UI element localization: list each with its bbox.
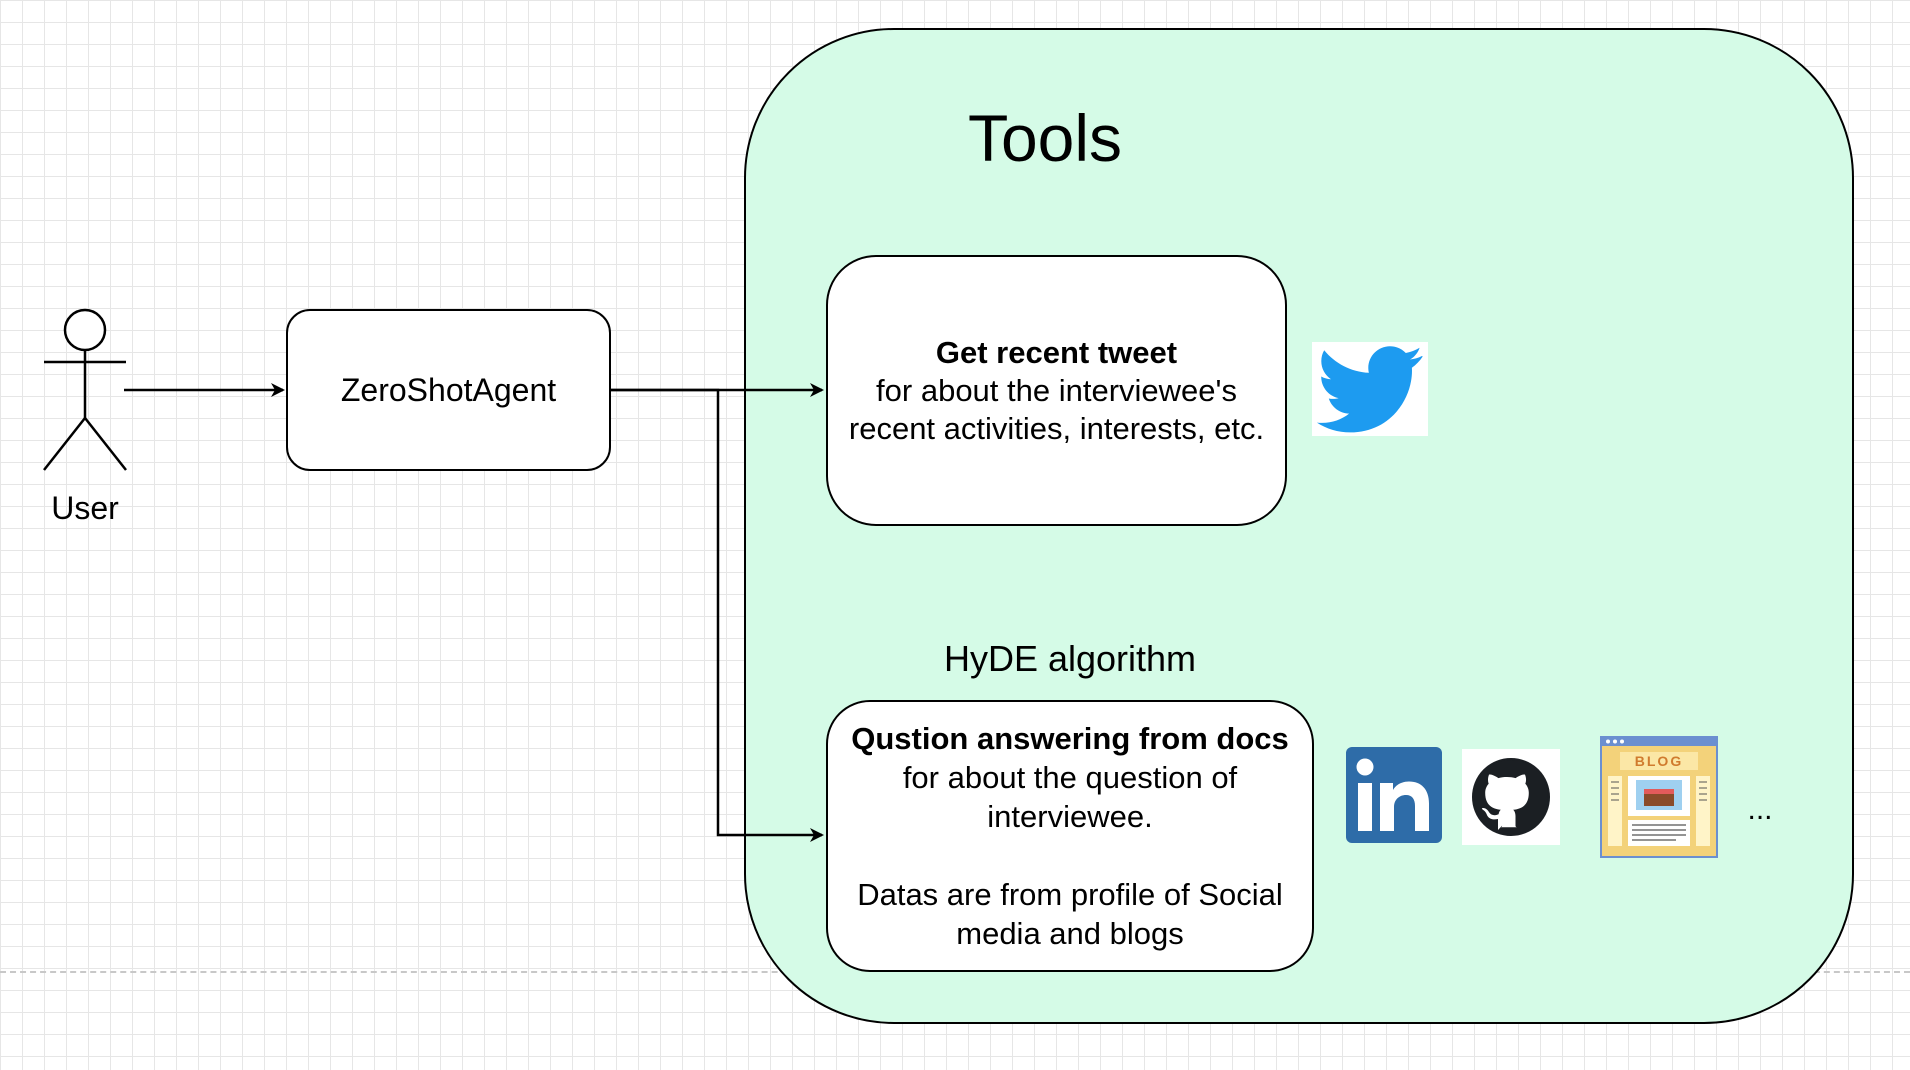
qa-tool-title: Qustion answering from docs	[851, 721, 1289, 756]
qa-tool-desc-line3: Datas are from profile of Social	[857, 877, 1283, 912]
user-label: User	[51, 490, 119, 526]
hyde-algorithm-label: HyDE algorithm	[943, 638, 1197, 679]
twitter-bird-icon	[1312, 342, 1428, 436]
github-icon	[1462, 749, 1560, 845]
svg-text:BLOG: BLOG	[1635, 753, 1683, 769]
qa-tool-desc-line4: media and blogs	[956, 916, 1184, 951]
zero-shot-agent-node[interactable]: ZeroShotAgent	[286, 309, 611, 471]
qa-tool-desc-line2: interviewee.	[987, 799, 1153, 834]
blog-page-icon: BLOG	[1600, 736, 1718, 858]
tweet-tool-title: Get recent tweet	[935, 334, 1178, 370]
agent-to-qa-arrow	[611, 388, 824, 842]
question-answering-tool-node[interactable]: Qustion answering from docs for about th…	[826, 700, 1314, 972]
linkedin-icon	[1346, 747, 1442, 843]
get-recent-tweet-tool-node[interactable]: Get recent tweet for about the interview…	[826, 255, 1287, 526]
tweet-tool-desc-line1: for about the interviewee's	[876, 372, 1237, 408]
tools-title: Tools	[967, 101, 1123, 175]
more-sources-ellipsis: ...	[1747, 793, 1773, 826]
user-actor-icon[interactable]	[40, 308, 130, 473]
qa-tool-desc-line1: for about the question of	[902, 760, 1238, 795]
agent-label: ZeroShotAgent	[340, 371, 557, 408]
tweet-tool-desc-line2: recent activities, interests, etc.	[848, 410, 1265, 446]
